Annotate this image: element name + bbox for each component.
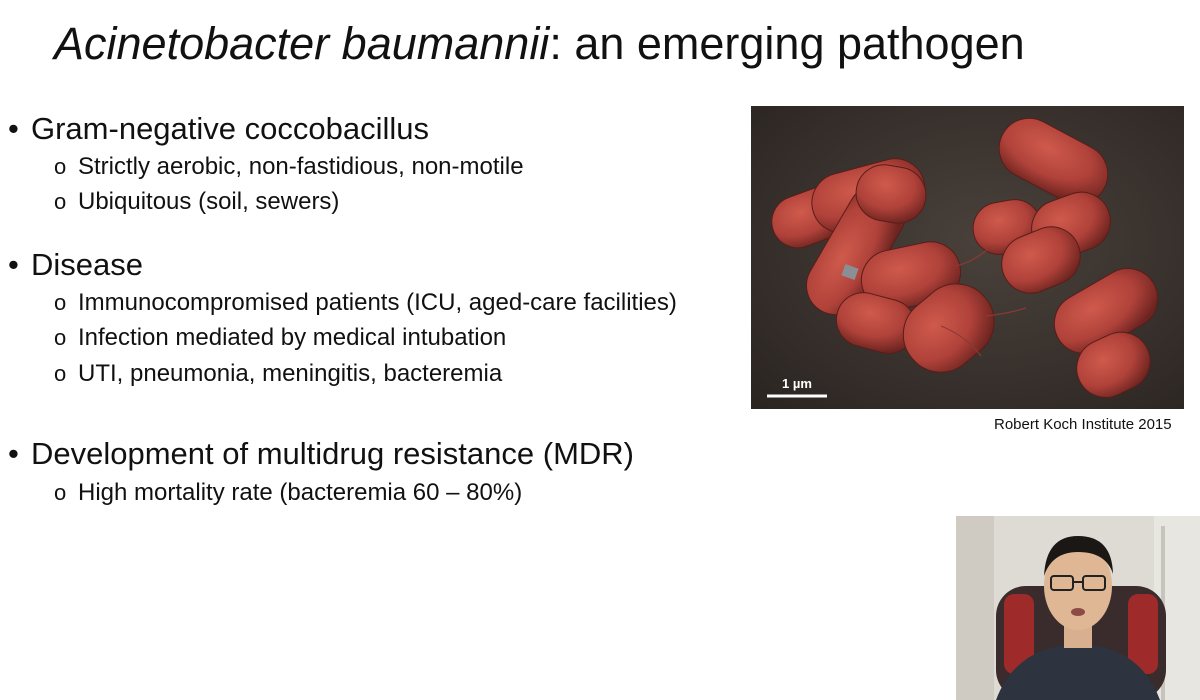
bullet-item: •Development of multidrug resistance (MD… <box>8 436 634 471</box>
scale-bar-label: 1 µm <box>782 376 812 391</box>
title-species-name: Acinetobacter baumannii <box>54 18 550 69</box>
sub-bullet-text: High mortality rate (bacteremia 60 – 80%… <box>78 479 523 506</box>
bacteria-micrograph: 1 µm <box>751 106 1184 409</box>
bullet-item: •Gram-negative coccobacillus <box>8 111 430 146</box>
sub-bullet-text: Ubiquitous (soil, sewers) <box>78 188 340 215</box>
presenter-video <box>956 516 1200 700</box>
bullet-text: Disease <box>31 247 143 282</box>
bullet-item: •Disease <box>8 247 143 282</box>
image-credit: Robert Koch Institute 2015 <box>994 416 1172 433</box>
bullet-text: Development of multidrug resistance (MDR… <box>31 436 634 471</box>
sub-bullet-text: UTI, pneumonia, meningitis, bacteremia <box>78 360 503 387</box>
presenter-webcam <box>956 516 1200 700</box>
sub-bullet-text: Infection mediated by medical intubation <box>78 324 507 351</box>
slide-title: Acinetobacter baumannii: an emerging pat… <box>54 14 1025 74</box>
bullet-text: Gram-negative coccobacillus <box>31 111 430 146</box>
micrograph-illustration: 1 µm <box>751 106 1184 409</box>
title-subtitle: : an emerging pathogen <box>549 18 1025 69</box>
sub-bullet-text: Immunocompromised patients (ICU, aged-ca… <box>78 289 677 316</box>
sub-bullet-text: Strictly aerobic, non-fastidious, non-mo… <box>78 153 524 180</box>
